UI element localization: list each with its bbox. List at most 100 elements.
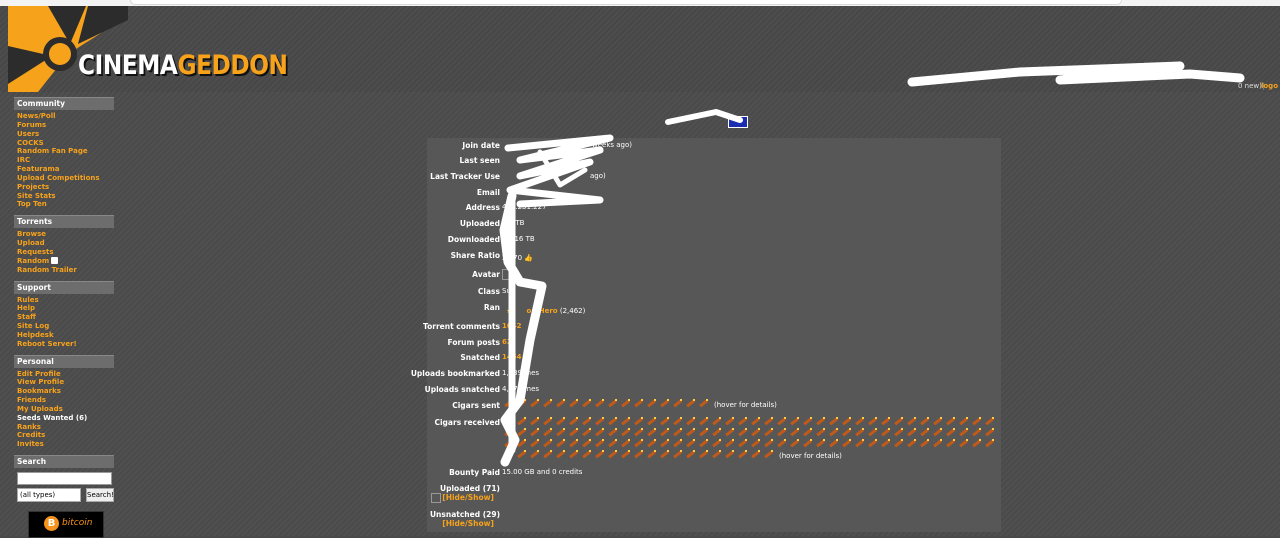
cigar-icon — [658, 417, 671, 425]
site-logo-text[interactable]: CINEMAGEDDON — [78, 50, 288, 81]
cigar-icon — [632, 428, 645, 436]
cigar-icon — [918, 439, 931, 447]
cigar-icon — [502, 428, 515, 436]
cigar-icon — [697, 439, 710, 447]
unsnatched-toggle[interactable]: [Hide/Show] — [442, 519, 494, 528]
rank-link[interactable]: on Hero — [526, 307, 558, 315]
sidebar-item-news-poll[interactable]: News/Poll — [17, 112, 56, 120]
sidebar-item-requests[interactable]: Requests — [17, 247, 54, 256]
cigar-icon — [645, 399, 658, 407]
uploaded-toggle[interactable]: [Hide/Show] — [431, 493, 494, 503]
cigar-icon — [528, 450, 541, 458]
cigars-received-label: Cigars received — [434, 418, 500, 427]
sidebar-item-edit-profile[interactable]: Edit Profile — [17, 369, 61, 378]
snatched-value[interactable]: 1464 — [502, 353, 522, 361]
avatar-image — [502, 269, 513, 280]
sidebar-item-credits[interactable]: Credits — [17, 431, 46, 440]
cigar-icon — [814, 417, 827, 425]
cigar-icon — [528, 428, 541, 436]
sidebar-item-friends[interactable]: Friends — [17, 396, 47, 405]
sidebar-item-forums[interactable]: Forums — [17, 120, 47, 129]
cigar-icon — [697, 450, 710, 458]
cigar-icon — [502, 417, 515, 425]
sidebar-item-help[interactable]: Help — [17, 304, 36, 313]
sidebar-item-random[interactable]: Random — [17, 257, 114, 266]
forum-posts-value[interactable]: 62 — [502, 338, 512, 346]
address-value: 45. .231.227 — [502, 203, 547, 211]
sidebar-item-bookmarks[interactable]: Bookmarks — [17, 387, 61, 396]
cigar-icon — [580, 417, 593, 425]
sidebar-item-featurama[interactable]: Featurama — [17, 165, 60, 174]
sidebar-item-rules[interactable]: Rules — [17, 295, 39, 304]
cigar-icon — [515, 450, 528, 458]
sidebar-item-invites[interactable]: Invites — [17, 440, 44, 449]
search-button[interactable]: Search! — [86, 488, 114, 503]
flag-icon — [728, 116, 748, 128]
inbox-count[interactable]: 0 new) — [1238, 82, 1262, 90]
cigar-icon — [658, 439, 671, 447]
sidebar-item-seeds-wanted-6[interactable]: Seeds Wanted (6) — [17, 413, 88, 422]
sidebar-item-my-uploads[interactable]: My Uploads — [17, 404, 63, 413]
bitcoin-donate-button[interactable]: B bitcoin — [28, 511, 104, 538]
sidebar-item-random-fan-page[interactable]: Random Fan Page — [17, 147, 88, 156]
search-controls: (all types) Search! — [17, 488, 114, 503]
avatar-label: Avatar — [472, 270, 500, 279]
cigar-icon — [554, 399, 567, 407]
cigar-icon — [632, 399, 645, 407]
sidebar-item-view-profile[interactable]: View Profile — [17, 378, 65, 387]
cigar-icon — [957, 439, 970, 447]
torrent-comments-value[interactable]: 1042 — [502, 322, 522, 330]
bounty-label: Bounty Paid — [449, 468, 500, 477]
sidebar-item-site-stats[interactable]: Site Stats — [17, 191, 56, 200]
uploads-snatched-label: Uploads snatched — [424, 385, 500, 394]
sidebar-item-irc[interactable]: IRC — [17, 156, 31, 165]
sidebar-item-helpdesk[interactable]: Helpdesk — [17, 330, 54, 339]
share-ratio-value: 2.070 👍 — [502, 254, 533, 262]
cigar-icon — [645, 428, 658, 436]
search-input[interactable] — [17, 472, 112, 486]
snatched-label: Snatched — [460, 353, 500, 362]
cigar-icon — [762, 439, 775, 447]
sidebar-item-top-ten[interactable]: Top Ten — [17, 200, 47, 209]
cigars-received-grid[interactable]: (hover for details) — [502, 417, 996, 461]
cigar-icon — [879, 417, 892, 425]
sidebar-item-cocks[interactable]: COCKS — [17, 138, 44, 147]
cigar-icon — [853, 428, 866, 436]
torrent-comments-label: Torrent comments — [423, 322, 500, 331]
cigar-icon — [541, 450, 554, 458]
sidebar-item-projects[interactable]: Projects — [17, 182, 50, 191]
cigar-icon — [814, 439, 827, 447]
cigar-icon — [541, 399, 554, 407]
cigars-sent-row[interactable]: (hover for details) — [502, 399, 777, 410]
username-heading — [660, 116, 748, 128]
radiation-logo-icon[interactable] — [8, 6, 128, 92]
address-bar-edge — [130, 0, 1122, 5]
join-date-value: weeks ago) — [592, 141, 633, 149]
cigar-icon — [749, 417, 762, 425]
sidebar-section-personal: Personal — [14, 354, 114, 368]
sidebar-item-users[interactable]: Users — [17, 129, 40, 138]
cigar-icon — [567, 417, 580, 425]
cigar-icon — [697, 399, 710, 407]
cigar-icon — [567, 428, 580, 436]
sidebar-item-browse[interactable]: Browse — [17, 230, 46, 239]
cigar-icon — [632, 450, 645, 458]
sidebar-item-upload-competitions[interactable]: Upload Competitions — [17, 173, 100, 182]
sidebar-item-reboot-server[interactable]: Reboot Server! — [17, 339, 77, 348]
cigar-icon — [619, 417, 632, 425]
sidebar-item-site-log[interactable]: Site Log — [17, 322, 50, 331]
cigar-icon — [606, 450, 619, 458]
sidebar-item-ranks[interactable]: Ranks — [17, 422, 41, 431]
cigar-icon — [827, 439, 840, 447]
cigar-icon — [736, 450, 749, 458]
rank-label: Ran — [483, 303, 500, 312]
cigar-icon — [710, 417, 723, 425]
sidebar-item-upload[interactable]: Upload — [17, 239, 45, 248]
sidebar-item-random-trailer[interactable]: Random Trailer — [17, 265, 77, 274]
logout-link[interactable]: logo — [1260, 82, 1278, 90]
search-type-select[interactable]: (all types) — [17, 488, 81, 503]
sidebar-item-staff[interactable]: Staff — [17, 313, 36, 322]
